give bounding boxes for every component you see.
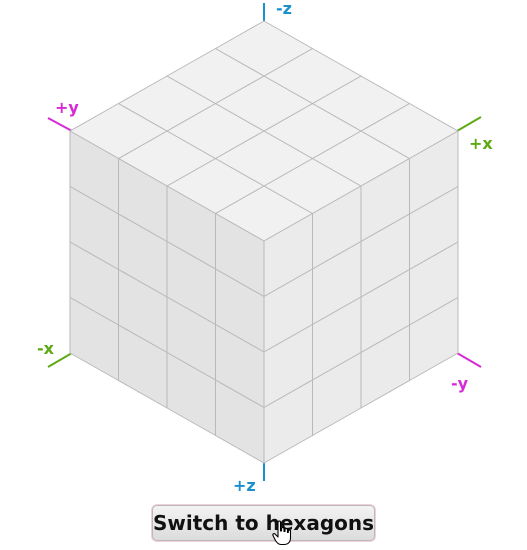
cube-top-cell bbox=[215, 20, 313, 77]
axis-labels: -z +z +y -y +x -x bbox=[37, 0, 493, 495]
cube-left-cell bbox=[69, 297, 119, 381]
axis-line-neg-y bbox=[456, 352, 482, 368]
cube-grid bbox=[69, 20, 459, 464]
axis-label-pos-x: +x bbox=[469, 134, 493, 153]
cube-right-cell bbox=[409, 297, 459, 381]
axis-label-neg-x: -x bbox=[37, 339, 55, 358]
axis-lines bbox=[47, 3, 482, 481]
axis-label-pos-z: +z bbox=[233, 476, 256, 495]
axis-label-pos-y: +y bbox=[55, 98, 79, 117]
axis-label-neg-z: -z bbox=[276, 0, 292, 18]
axis-label-neg-y: -y bbox=[451, 374, 469, 393]
switch-to-hexagons-button[interactable]: Switch to hexagons bbox=[152, 505, 375, 541]
axis-line-neg-x bbox=[47, 352, 73, 368]
axis-line-pos-x bbox=[456, 116, 482, 132]
hand-pointer-icon bbox=[272, 520, 292, 546]
axis-line-pos-y bbox=[47, 117, 73, 132]
